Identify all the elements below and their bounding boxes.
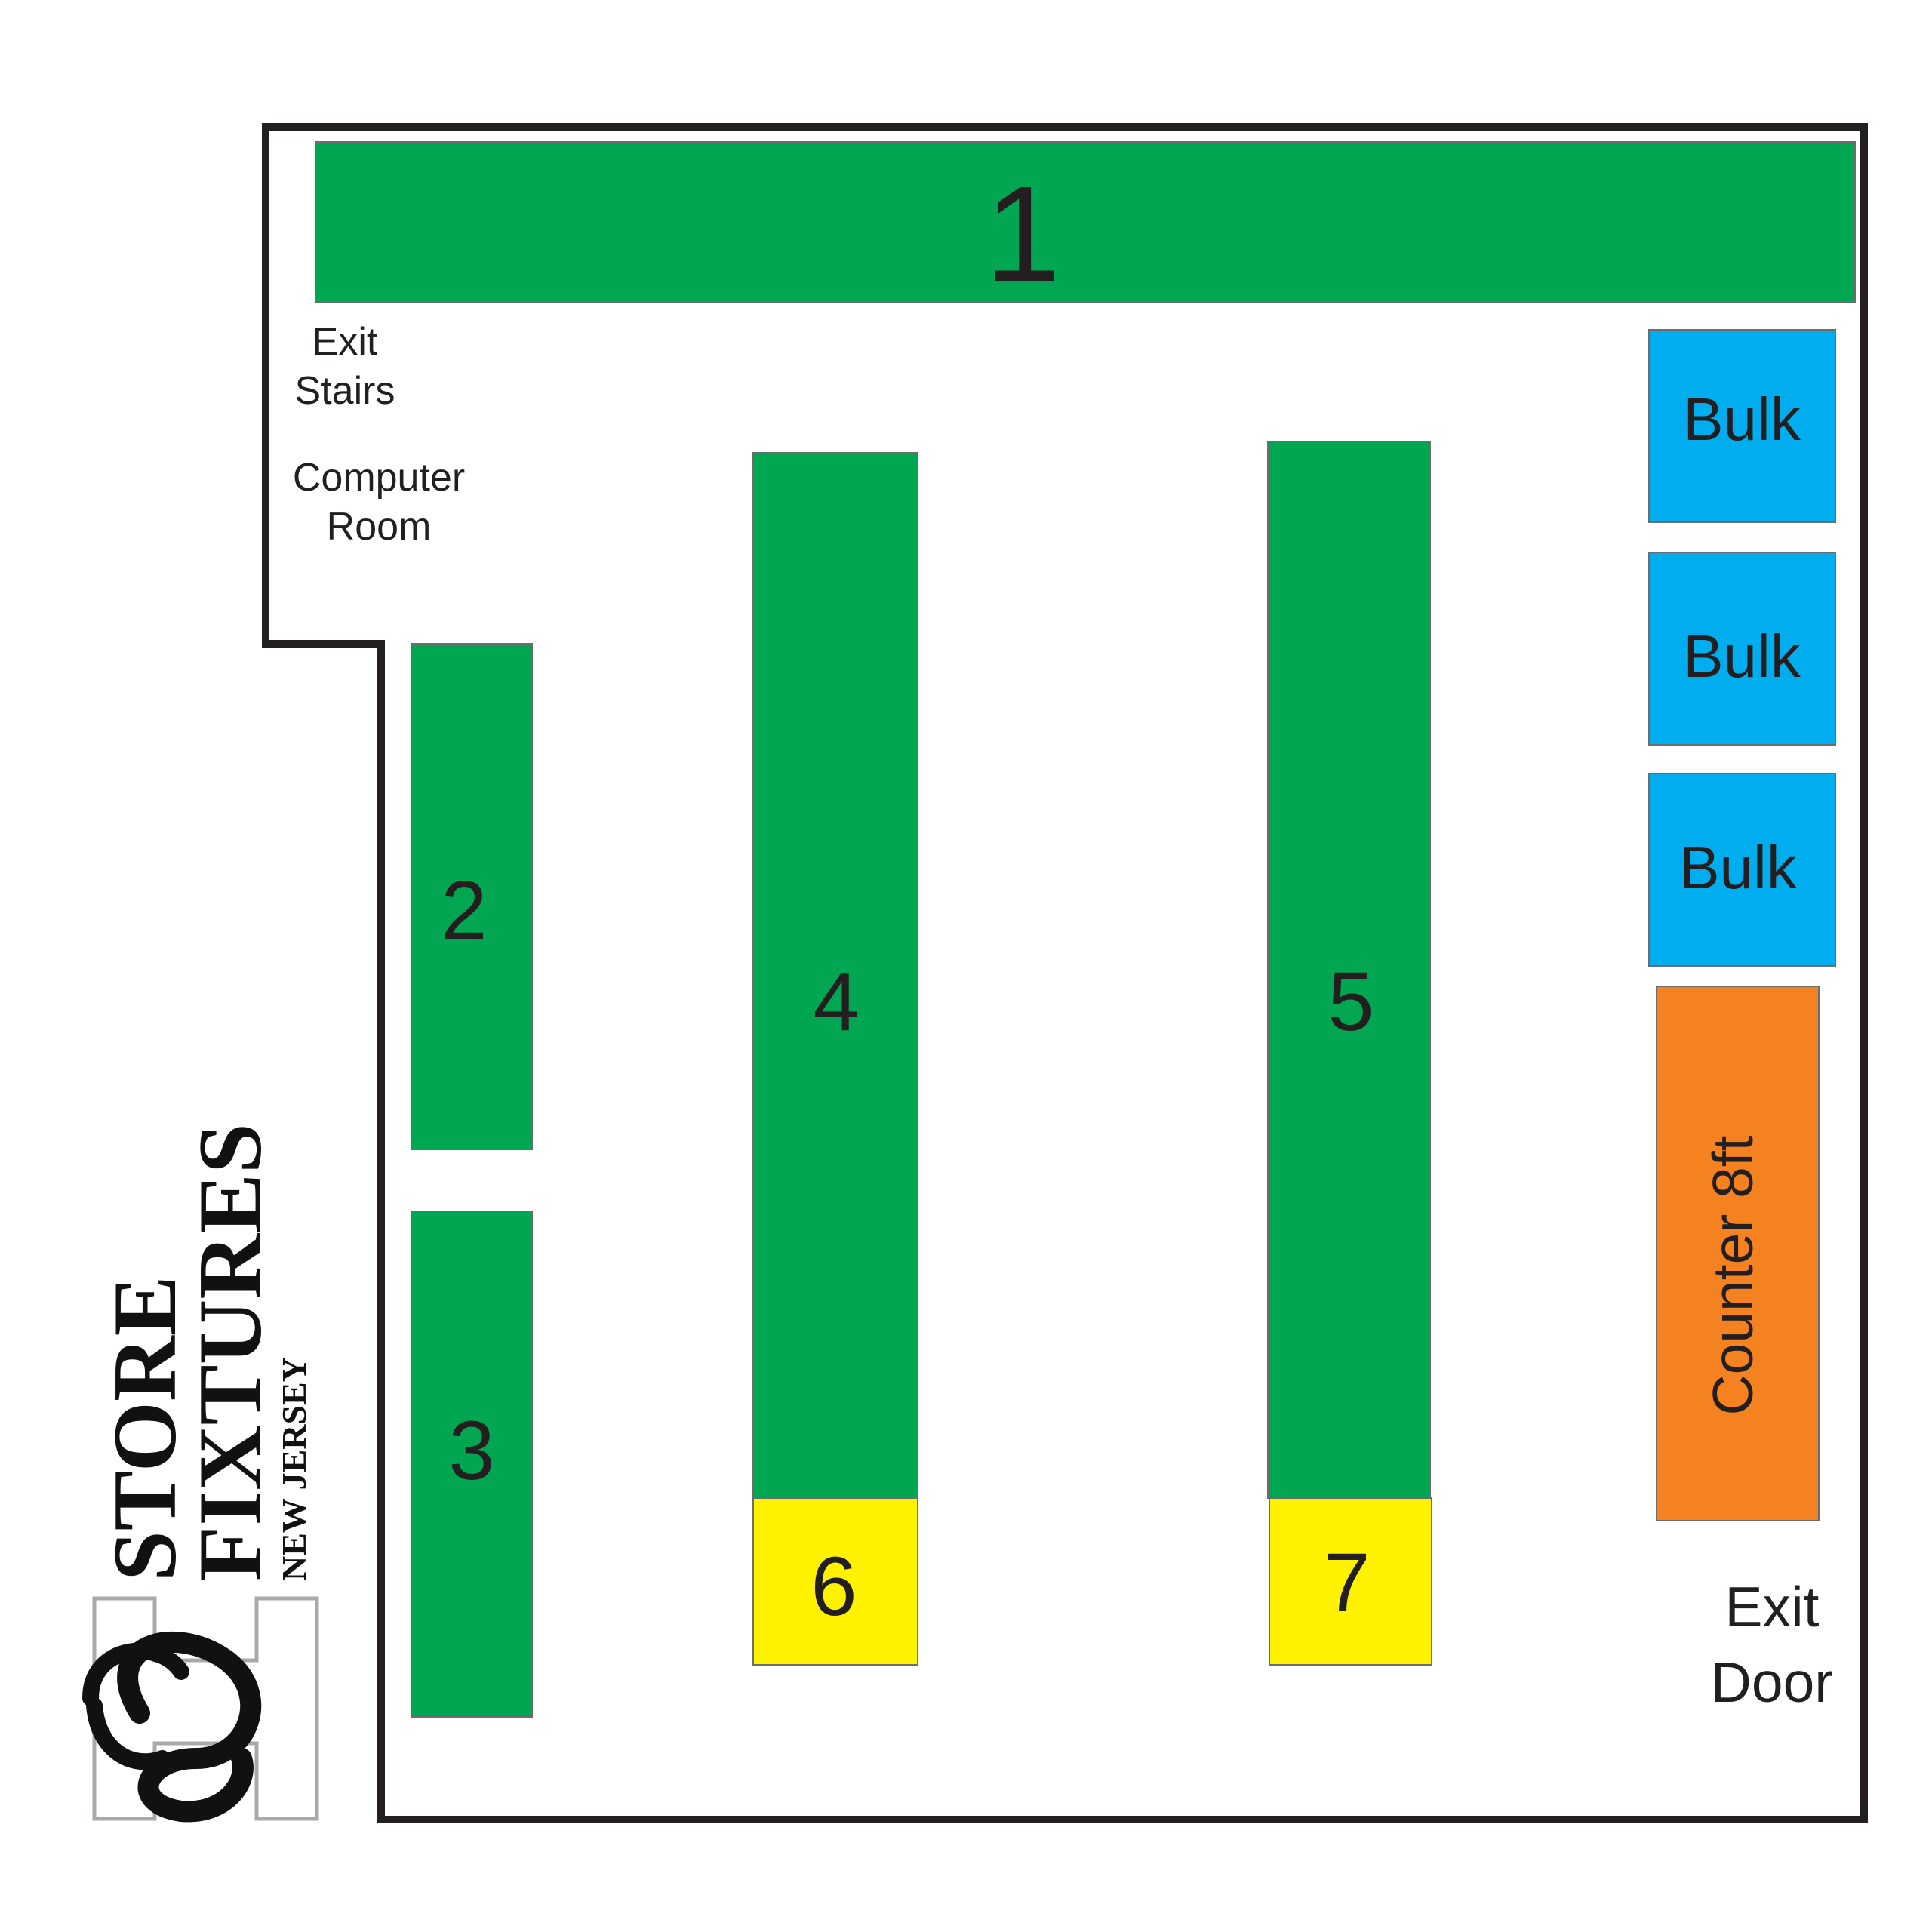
- shelf-3-label: 3: [448, 1404, 494, 1497]
- bulk-bin-3-label: Bulk: [1679, 834, 1798, 901]
- counter-8ft[interactable]: Counter 8ft: [1656, 986, 1820, 1521]
- exit-door-line1: Exit: [1724, 1575, 1819, 1638]
- exit-stairs-line1: Exit: [312, 320, 378, 364]
- shelf-5-label: 5: [1327, 955, 1374, 1048]
- shelf-3[interactable]: 3: [411, 1211, 533, 1718]
- endcap-6-label: 6: [811, 1540, 857, 1633]
- shelf-4[interactable]: 4: [752, 452, 918, 1499]
- endcap-7-label: 7: [1324, 1537, 1370, 1629]
- shelf-1-label: 1: [985, 158, 1060, 310]
- room-outline: [262, 123, 1868, 1823]
- shelf-1[interactable]: 1: [315, 141, 1856, 310]
- endcap-7[interactable]: 7: [1269, 1497, 1432, 1666]
- exit-stairs-line2: Stairs: [295, 369, 395, 413]
- bulk-bin-1-label: Bulk: [1683, 386, 1801, 453]
- logo-line-fixtures: FIXTURES: [180, 1123, 280, 1581]
- computer-room-line1: Computer: [293, 456, 465, 500]
- shelf-5[interactable]: 5: [1267, 441, 1431, 1499]
- logo-line-store: STORE: [94, 1275, 195, 1581]
- counter-label: Counter 8ft: [1701, 1135, 1764, 1415]
- bulk-bin-1[interactable]: Bulk: [1648, 329, 1836, 523]
- computer-room-line2: Room: [327, 505, 432, 549]
- logo-line-new-jersey: NEW JERSEY: [275, 1357, 313, 1581]
- store-fixtures-logo: STORE FIXTURES NEW JERSEY: [82, 1123, 319, 1823]
- shelf-2-label: 2: [441, 864, 487, 957]
- shelf-4-label: 4: [813, 955, 859, 1048]
- endcap-6[interactable]: 6: [752, 1497, 918, 1666]
- bulk-bin-3[interactable]: Bulk: [1648, 773, 1836, 967]
- logo-monogram-icon: [82, 1596, 319, 1823]
- bulk-bin-2[interactable]: Bulk: [1648, 552, 1836, 746]
- shelf-2[interactable]: 2: [411, 643, 533, 1150]
- bulk-bin-2-label: Bulk: [1683, 623, 1801, 690]
- exit-door-line2: Door: [1711, 1651, 1834, 1714]
